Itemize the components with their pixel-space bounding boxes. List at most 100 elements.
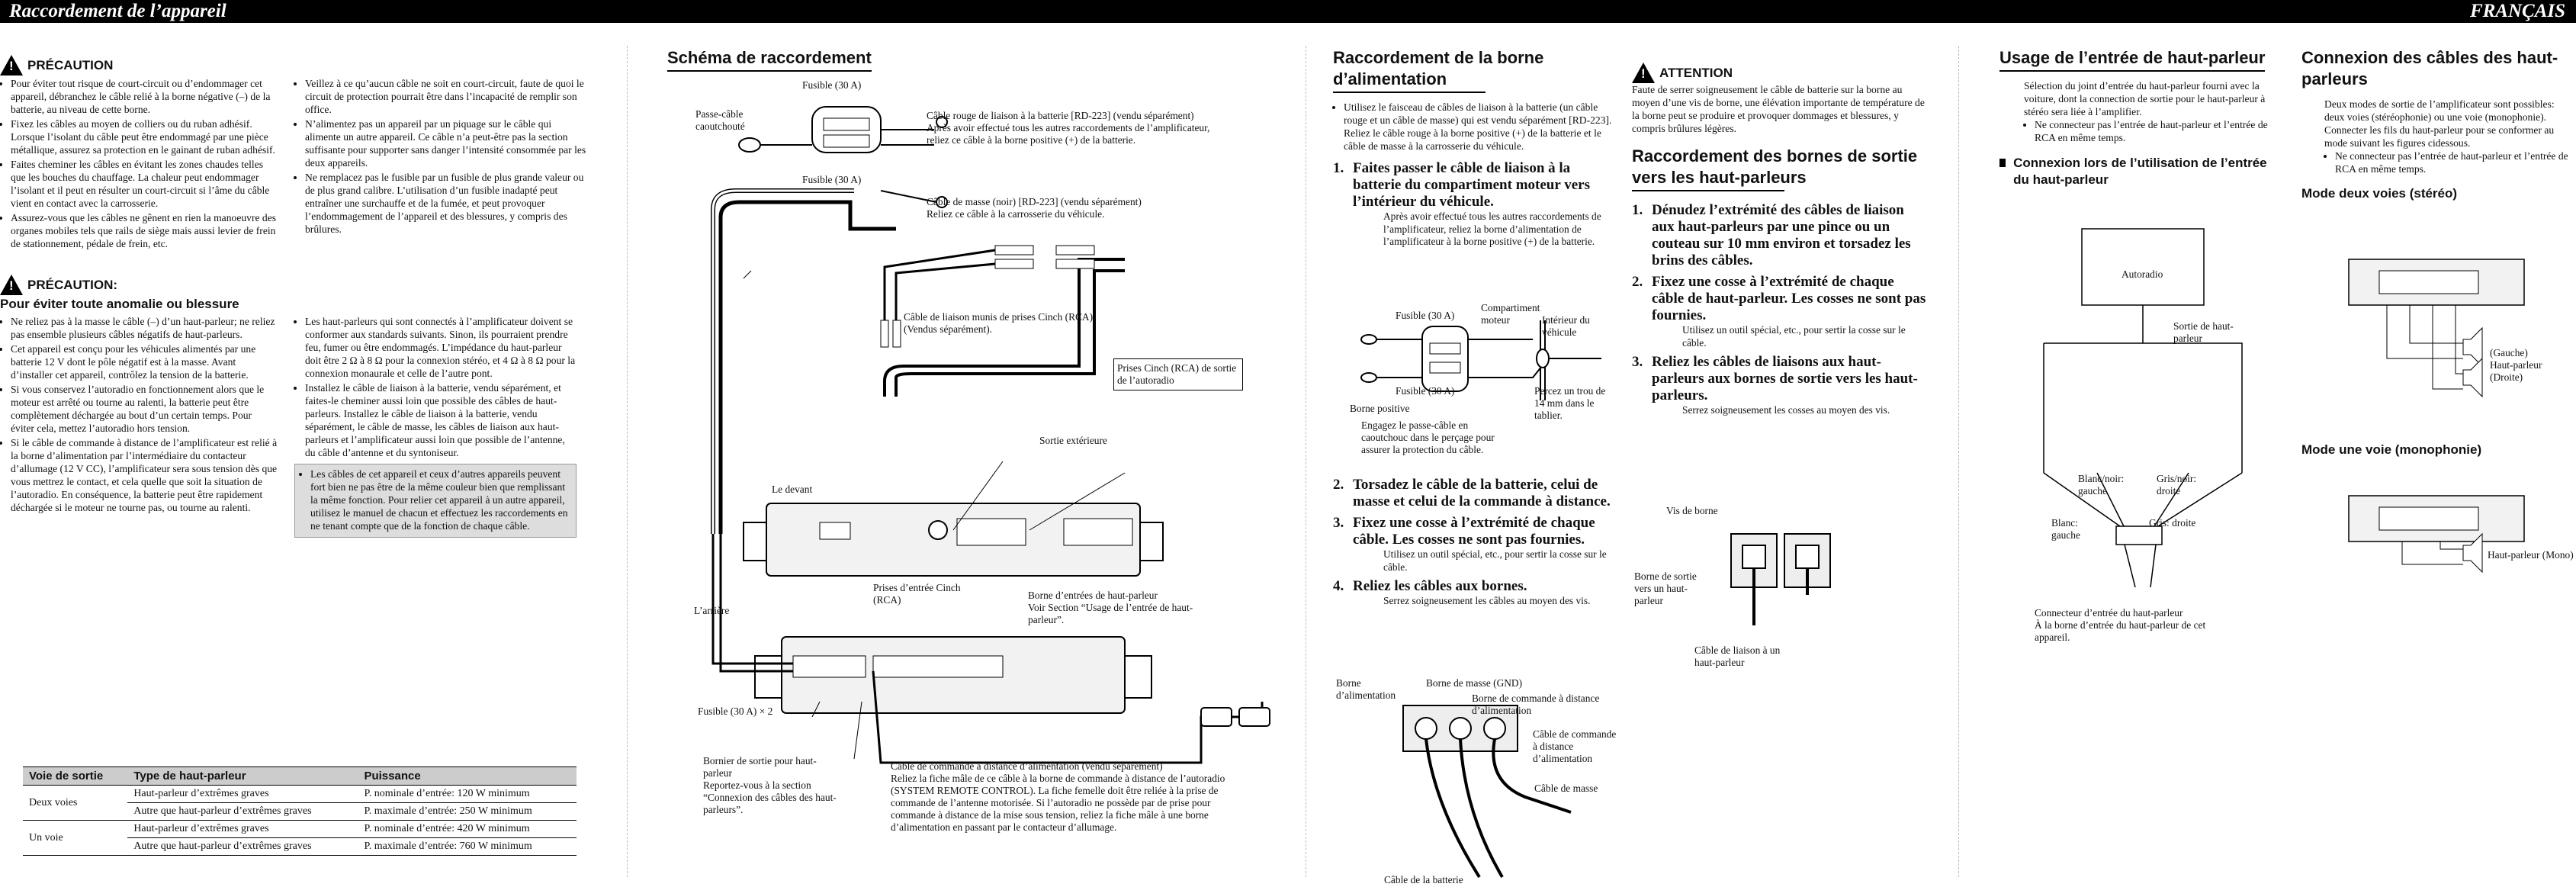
mono-mode-title: Mode une voie (monophonie)	[2301, 442, 2482, 457]
battery-cable-label: Câble rouge de liaison à la batterie [RD…	[927, 110, 1210, 146]
fuse-label: Fusible (30 A)	[1396, 310, 1455, 321]
front-view-label: Le devant	[772, 484, 813, 495]
battery-cable-label: Câble de la batterie	[1384, 874, 1463, 885]
list-item: Utilisez le faisceau de câbles de liaiso…	[1344, 101, 1615, 153]
section-text: Deux modes de sortie de l’amplificateur …	[2324, 98, 2555, 149]
wire-label: Gris/noir: droite	[2157, 473, 2197, 497]
list-item: Les haut-parleurs qui sont connectés à l…	[305, 315, 577, 380]
table-cell: Haut-parleur d’extrêmes graves	[127, 820, 358, 838]
grommet-note: Engagez le passe-câble en caoutchouc dan…	[1361, 419, 1495, 455]
speaker-input-diagram	[2043, 228, 2243, 588]
table-header-row: Voie de sortie Type de haut-parleur Puis…	[23, 766, 577, 786]
rca-plug-icon	[1055, 259, 1095, 269]
list-item: Assurez-vous que les câbles ne gênent en…	[11, 211, 278, 250]
amplifier-icon	[2348, 259, 2525, 306]
screw-icon	[1415, 717, 1437, 740]
table-cell: P. maximale d’entrée: 760 W minimum	[358, 837, 577, 856]
ext-output-label: Sortie extérieure	[1039, 435, 1107, 446]
fuse-holder	[1421, 326, 1469, 392]
square-bullet-icon	[1999, 159, 2006, 167]
screw-icon	[1483, 717, 1506, 740]
rca-plug-icon	[994, 259, 1034, 269]
stereo-speaker-label: (Gauche) Haut-parleur (Droite)	[2490, 347, 2542, 383]
column-header: Puissance	[358, 766, 577, 786]
table-cell: Un voie	[23, 820, 128, 856]
table-row: Autre que haut-parleur d’extrêmes graves…	[23, 837, 577, 856]
remote-terminal-label: Borne de commande à distance d’alimentat…	[1472, 693, 1600, 716]
steps-list: 2. Torsadez le câble de la batterie, cel…	[1333, 477, 1615, 608]
speaker-output-label: Bornier de sortie pour haut-parleur Repo…	[703, 755, 837, 815]
warning-list: Pour éviter tout risque de court-circuit…	[0, 77, 278, 252]
list-item: Ne connecteur pas l’entrée de haut-parle…	[2335, 149, 2568, 175]
list-item: Pour éviter tout risque de court-circuit…	[11, 77, 278, 116]
speaker-output-label: Sortie de haut-parleur	[2173, 320, 2234, 344]
speaker-output-terminal	[872, 655, 1004, 678]
fuse-icon	[823, 134, 870, 148]
list-item: Cet appareil est conçu pour les véhicule…	[11, 342, 278, 381]
table-cell: Autre que haut-parleur d’extrêmes graves	[127, 837, 358, 856]
gnd-terminal-label: Borne de masse (GND)	[1426, 677, 1523, 689]
language-label: FRANÇAIS	[2469, 1, 2565, 21]
table-cell: P. nominale d’entrée: 420 W minimum	[358, 820, 577, 838]
power-terminal-section: Raccordement de la borne d’alimentation …	[1333, 47, 1615, 253]
warning-list: Les haut-parleurs qui sont connectés à l…	[294, 315, 577, 459]
intro-list: Utilisez le faisceau de câbles de liaiso…	[1333, 101, 1615, 153]
rca-input-label: Prises d’entrée Cinch (RCA)	[873, 582, 961, 606]
fuse-count-label: Fusible (30 A) × 2	[698, 705, 773, 717]
warning-heading: PRÉCAUTION	[0, 55, 587, 76]
warning-list: Veillez à ce qu’aucun câble ne soit en c…	[294, 77, 587, 252]
table-cell: Autre que haut-parleur d’extrêmes graves	[127, 802, 358, 821]
list-item: Ne remplacez pas le fusible par un fusib…	[305, 171, 587, 236]
ground-cable	[718, 200, 896, 534]
warning-list: Ne reliez pas à la masse le câble (–) d’…	[0, 315, 278, 538]
list-item: Ne connecteur pas l’entrée de haut-parle…	[2035, 118, 2274, 144]
terminal-label: Borne de sortie vers un haut-parleur	[1634, 570, 1697, 606]
wiring-section: Schéma de raccordement	[667, 47, 1293, 72]
page-title: Raccordement de l’appareil	[9, 1, 226, 21]
fuse-label: Fusible (30 A)	[1396, 385, 1455, 397]
screw-label: Vis de borne	[1666, 505, 1718, 516]
remote-cable-label: Câble de commande à distance d’alimentat…	[891, 760, 1225, 833]
rca-cable-label: Câble de liaison munis de prises Cinch (…	[904, 311, 1094, 335]
speaker-output-section: ATTENTION Faute de serrer soigneusement …	[1632, 63, 1929, 422]
warning-subtitle: Pour éviter toute anomalie ou blessure	[0, 297, 239, 311]
ground-cable-label: Câble de masse (noir) [RD-223] (vendu sé…	[927, 196, 1142, 220]
rca-plug-icon	[880, 320, 889, 348]
section-title: Raccordement de la borne d’alimentation	[1333, 48, 1544, 88]
list-item: Veillez à ce qu’aucun câble ne soit en c…	[305, 77, 587, 116]
fuse-label: Fusible (30 A)	[802, 79, 862, 91]
rca-plug-icon	[1055, 245, 1095, 255]
step-item: 2. Fixez une cosse à l’extrémité de chaq…	[1632, 274, 1926, 349]
precautions-section: PRÉCAUTION Pour éviter tout risque de co…	[0, 55, 587, 538]
warning-icon	[0, 275, 23, 295]
steps-list: 1. Faites passer le câble de liaison à l…	[1333, 160, 1615, 249]
rca-plug-icon	[994, 245, 1034, 255]
step-item: 1. Faites passer le câble de liaison à l…	[1333, 160, 1601, 247]
engine-compartment-label: Compartiment moteur	[1481, 302, 1540, 326]
column-divider	[627, 46, 628, 877]
stereo-diagram	[2348, 259, 2525, 398]
note-text: Les câbles de cet appareil et ceux d’aut…	[310, 468, 571, 532]
power-table: Voie de sortie Type de haut-parleur Puis…	[23, 766, 577, 856]
speaker-icon	[2462, 532, 2483, 574]
table-cell: P. nominale d’entrée: 120 W minimum	[358, 785, 577, 803]
warning-heading: ATTENTION	[1632, 63, 1929, 83]
subsection-title: Connexion lors de l’utilisation de l’ent…	[2013, 156, 2267, 187]
column-header: Voie de sortie	[23, 766, 128, 786]
section-title: Usage de l’entrée de haut-parleur	[1999, 47, 2266, 72]
autoradio-box	[2081, 228, 2205, 306]
rear-view-label: L’arrière	[694, 605, 730, 616]
grommet-icon	[738, 137, 761, 153]
table-cell: P. maximale d’entrée: 250 W minimum	[358, 802, 577, 821]
list-item: Si le câble de commande à distance de l’…	[11, 436, 278, 514]
note-box: Les câbles de cet appareil et ceux d’aut…	[294, 464, 577, 538]
hole-note: Percez un trou de 14 mm dans le tablier.	[1534, 385, 1606, 421]
table-cell: Deux voies	[23, 785, 128, 821]
table-cell: Haut-parleur d’extrêmes graves	[127, 785, 358, 803]
power-terminal-block	[792, 655, 866, 678]
warning-text: Faute de serrer soigneusement le câble d…	[1632, 84, 1925, 134]
speaker-input-label: Borne d’entrées de haut-parleur Voir Sec…	[1028, 590, 1193, 625]
section-title: Schéma de raccordement	[667, 47, 872, 72]
fuse-icon	[823, 117, 870, 131]
rca-plug-icon	[892, 320, 901, 348]
